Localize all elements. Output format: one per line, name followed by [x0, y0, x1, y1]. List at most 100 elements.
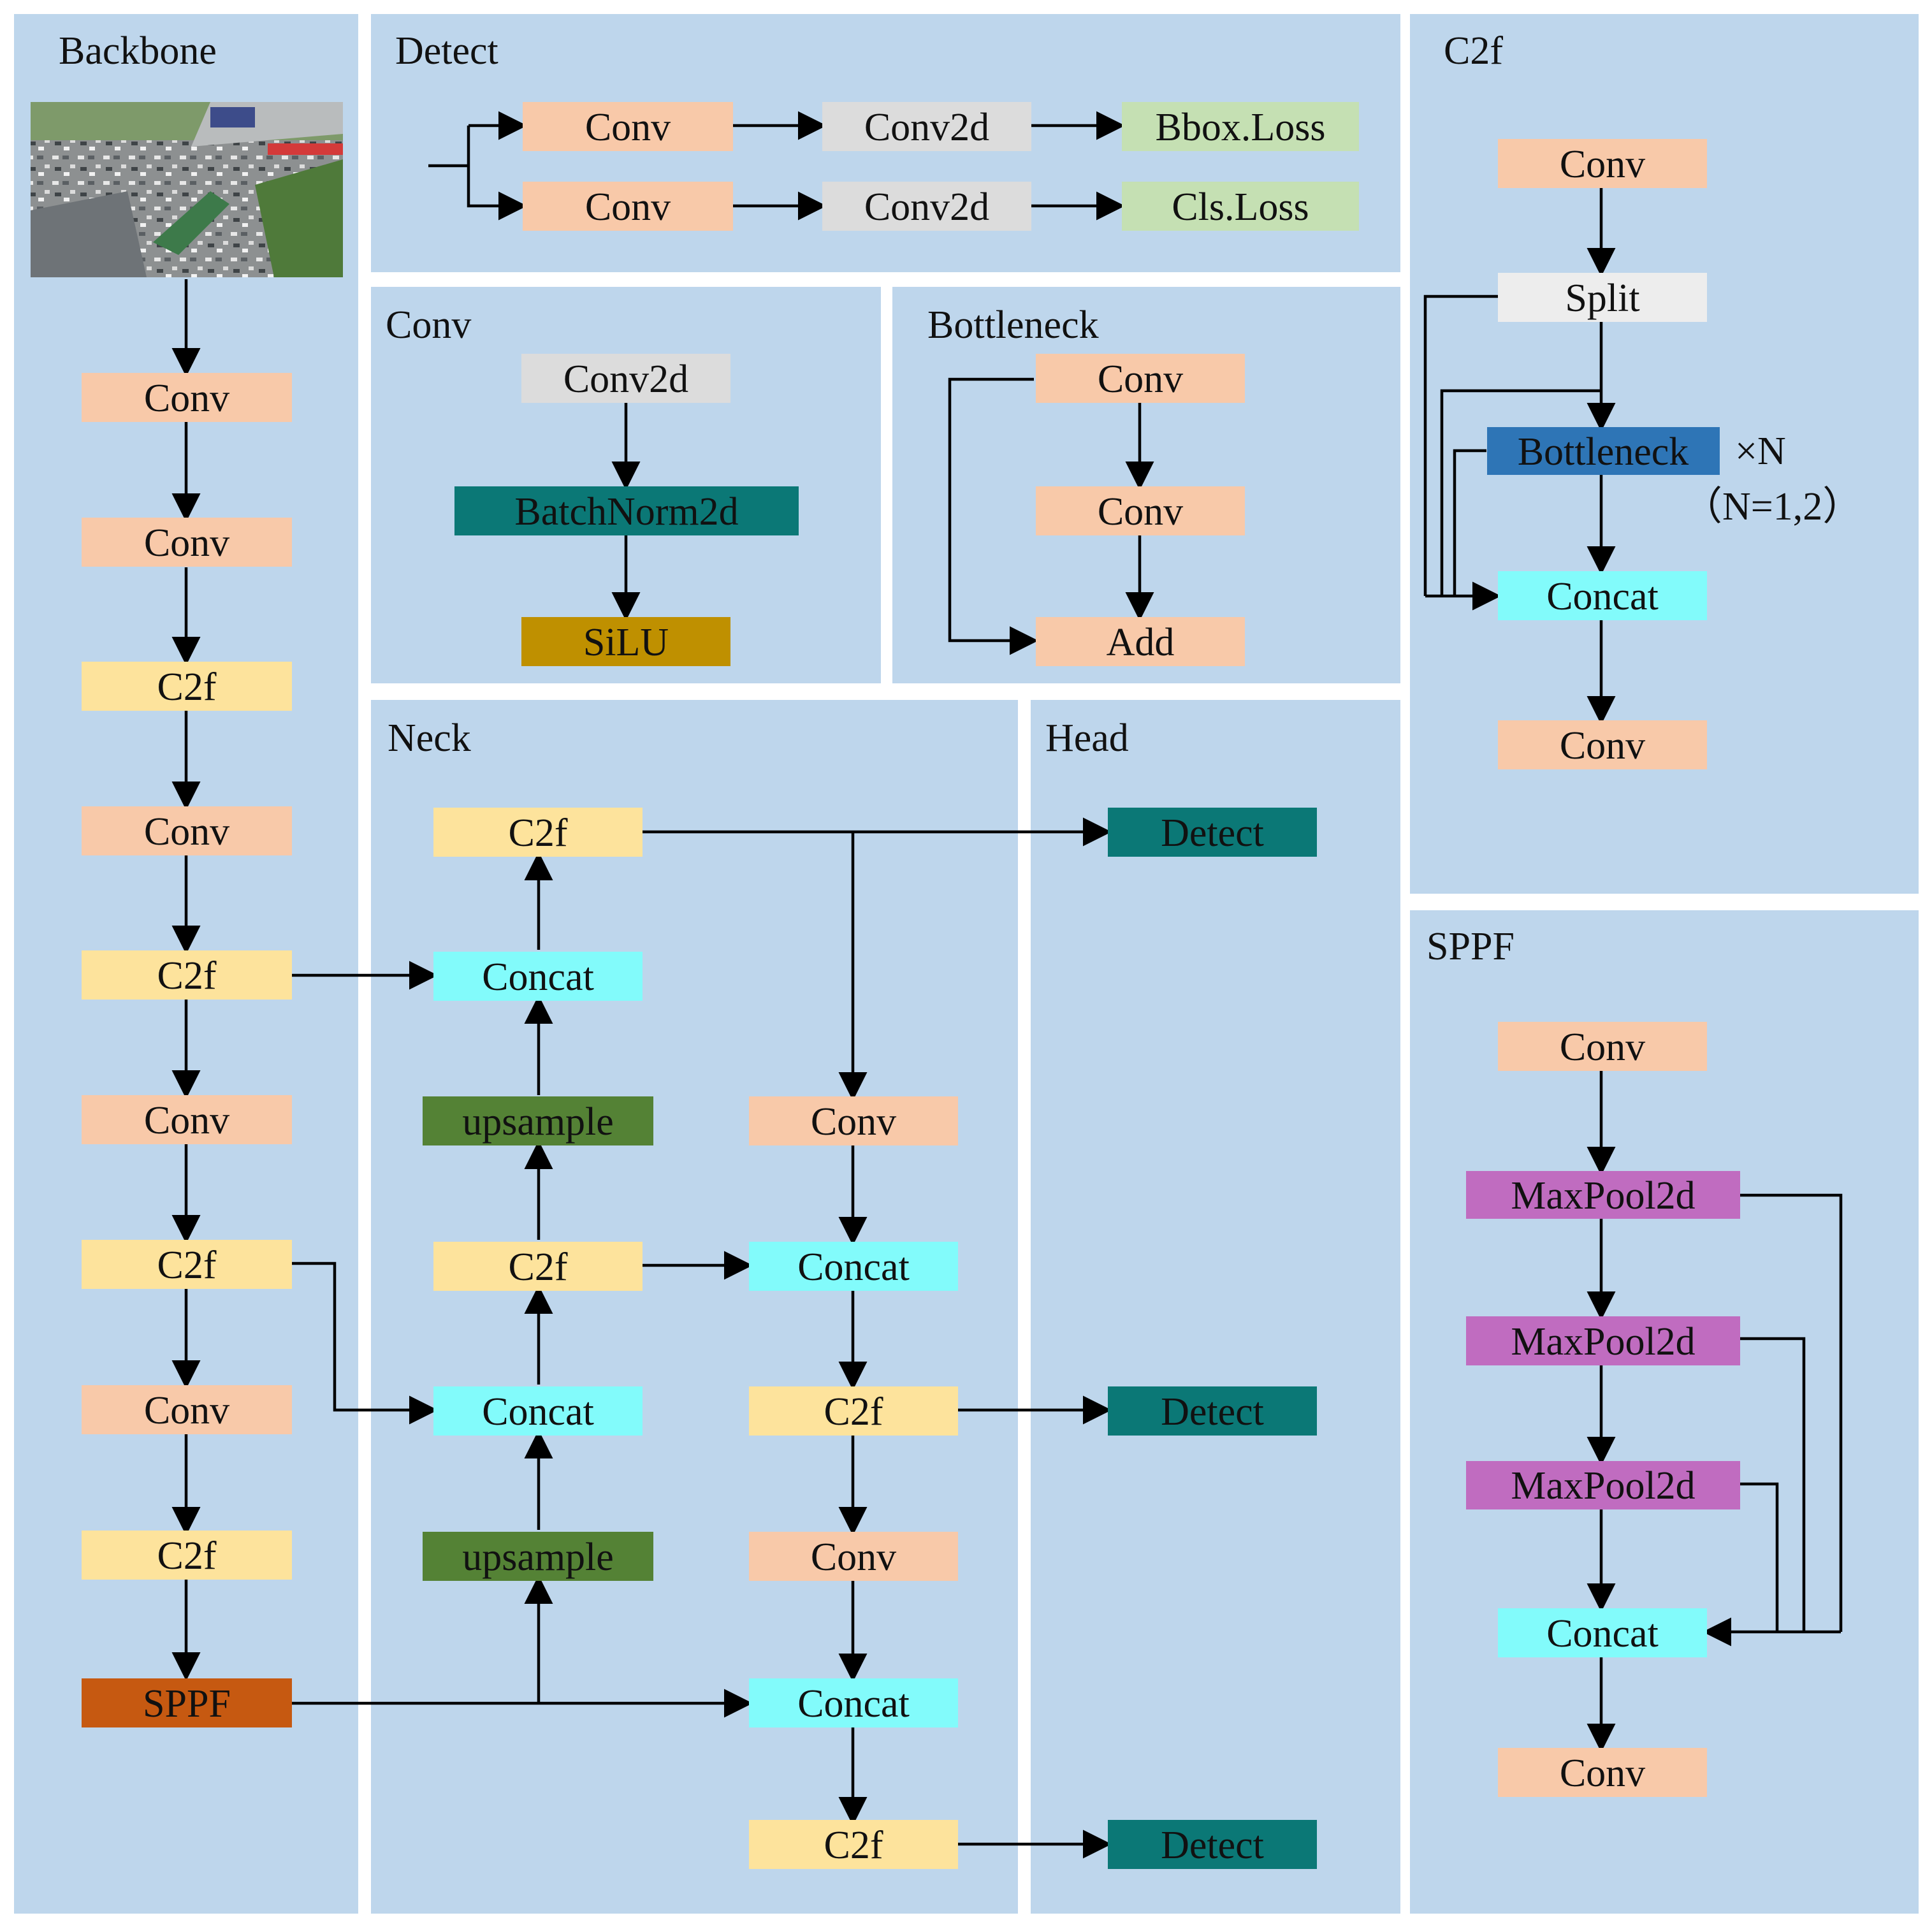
c2f-module-conv-1: Conv: [1498, 139, 1707, 188]
batchnorm2d-label: BatchNorm2d: [514, 490, 738, 534]
bottleneck-block: Bottleneck: [1487, 427, 1720, 475]
neck-top-c2f-label: C2f: [509, 811, 568, 855]
neck-right-concat-1: Concat: [749, 1242, 958, 1291]
backbone-conv-2: Conv: [82, 518, 292, 567]
detect-conv-2-label: Conv: [585, 185, 671, 229]
conv-module-conv2d: Conv2d: [521, 354, 730, 403]
head-detect-1: Detect: [1108, 808, 1317, 857]
backbone-conv-3-label: Conv: [144, 810, 229, 854]
backbone-conv-2-label: Conv: [144, 521, 229, 565]
c2f-module-conv-2-label: Conv: [1560, 724, 1645, 767]
backbone-blocks: Conv Conv C2f Conv C2f Conv C2f Conv: [82, 373, 292, 1727]
backbone-sppf: SPPF: [82, 1678, 292, 1727]
backbone-c2f-1-label: C2f: [157, 665, 217, 709]
backbone-c2f-4: C2f: [82, 1531, 292, 1580]
neck-right-conv-2: Conv: [749, 1532, 958, 1581]
bottleneck-panel-title: Bottleneck: [927, 303, 1099, 347]
neck-mid-c2f-label: C2f: [509, 1246, 568, 1289]
neck-right-conv-1: Conv: [749, 1096, 958, 1145]
neck-right-c2f-1-label: C2f: [824, 1390, 883, 1434]
add-label: Add: [1107, 621, 1175, 664]
cls-loss-label: Cls.Loss: [1172, 185, 1309, 229]
add-block: Add: [1036, 617, 1245, 666]
head-detect-1-label: Detect: [1161, 811, 1264, 855]
sppf-concat: Concat: [1498, 1608, 1707, 1657]
bottleneck-conv-1: Conv: [1036, 354, 1245, 403]
neck-right-c2f-2-label: C2f: [824, 1824, 883, 1867]
backbone-c2f-1: C2f: [82, 662, 292, 711]
neck-concat-1-label: Concat: [482, 956, 594, 999]
repeat-note: （N=1,2）: [1683, 485, 1862, 528]
sppf-conv-2-label: Conv: [1560, 1752, 1645, 1795]
maxpool2d-3: MaxPool2d: [1466, 1461, 1740, 1509]
sppf-module-blocks: Conv MaxPool2d MaxPool2d MaxPool2d Conca…: [1466, 1022, 1740, 1797]
silu-label: SiLU: [583, 621, 669, 664]
backbone-c2f-3-label: C2f: [157, 1244, 217, 1287]
backbone-conv-5-label: Conv: [144, 1389, 229, 1432]
head-panel-title: Head: [1045, 716, 1129, 760]
sppf-panel-title: SPPF: [1427, 925, 1514, 968]
backbone-conv-1: Conv: [82, 373, 292, 422]
backbone-conv-3: Conv: [82, 806, 292, 855]
neck-blocks: C2f Concat upsample C2f Concat upsample …: [423, 808, 958, 1869]
neck-right-c2f-1: C2f: [749, 1386, 958, 1436]
neck-panel-title: Neck: [388, 716, 471, 760]
bbox-loss-block: Bbox.Loss: [1122, 102, 1359, 151]
c2f-module-conv-2: Conv: [1498, 720, 1707, 769]
maxpool2d-1: MaxPool2d: [1466, 1171, 1740, 1219]
neck-right-concat-2: Concat: [749, 1678, 958, 1727]
c2f-module-concat: Concat: [1498, 571, 1707, 620]
neck-upsample-2-label: upsample: [462, 1536, 614, 1579]
input-image: [31, 102, 343, 277]
cls-loss-block: Cls.Loss: [1122, 182, 1359, 231]
c2f-module-blocks: Conv Split Bottleneck ×N （N=1,2） Concat …: [1487, 139, 1862, 769]
backbone-c2f-2: C2f: [82, 950, 292, 1000]
conv-module-conv2d-label: Conv2d: [563, 358, 688, 401]
head-panel: Head: [1031, 700, 1400, 1914]
c2f-panel-title: C2f: [1444, 29, 1503, 73]
backbone-sppf-label: SPPF: [143, 1682, 231, 1726]
neck-right-concat-1-label: Concat: [797, 1246, 910, 1289]
sppf-conv-2: Conv: [1498, 1748, 1707, 1797]
sppf-panel: SPPF: [1410, 910, 1919, 1914]
detect-conv2d-2-label: Conv2d: [864, 185, 989, 229]
neck-upsample-1: upsample: [423, 1096, 653, 1145]
head-blocks: Detect Detect Detect: [1108, 808, 1317, 1869]
detect-panel-title: Detect: [395, 29, 498, 73]
bottleneck-module-blocks: Conv Conv Add: [1036, 354, 1245, 666]
detect-blocks: Conv Conv2d Bbox.Loss Conv Conv2d Cls.Lo…: [523, 102, 1359, 231]
backbone-c2f-3: C2f: [82, 1240, 292, 1289]
backbone-panel-title: Backbone: [59, 29, 217, 73]
neck-mid-c2f: C2f: [433, 1242, 643, 1291]
backbone-conv-5: Conv: [82, 1385, 292, 1434]
conv-module-blocks: Conv2d BatchNorm2d SiLU: [454, 354, 799, 666]
bottleneck-conv-1-label: Conv: [1098, 358, 1183, 401]
neck-right-conv-1-label: Conv: [811, 1100, 896, 1144]
c2f-module-conv-1-label: Conv: [1560, 143, 1645, 186]
maxpool2d-2: MaxPool2d: [1466, 1316, 1740, 1365]
sppf-conv-1: Conv: [1498, 1022, 1707, 1071]
bottleneck-conv-2-label: Conv: [1098, 490, 1183, 534]
sppf-concat-label: Concat: [1546, 1612, 1659, 1655]
bottleneck-conv-2: Conv: [1036, 486, 1245, 535]
batchnorm2d-block: BatchNorm2d: [454, 486, 799, 535]
head-detect-2-label: Detect: [1161, 1390, 1264, 1434]
maxpool2d-3-label: MaxPool2d: [1511, 1464, 1695, 1508]
neck-concat-2-label: Concat: [482, 1390, 594, 1434]
bottleneck-block-label: Bottleneck: [1518, 430, 1689, 474]
detect-conv2d-1-label: Conv2d: [864, 106, 989, 149]
neck-right-c2f-2: C2f: [749, 1820, 958, 1869]
neck-concat-1: Concat: [433, 952, 643, 1001]
sppf-conv-1-label: Conv: [1560, 1026, 1645, 1069]
head-detect-3: Detect: [1108, 1820, 1317, 1869]
detect-conv-1-label: Conv: [585, 106, 671, 149]
repeat-label: ×N: [1735, 430, 1786, 473]
neck-panel: Neck: [371, 700, 1018, 1914]
silu-block: SiLU: [521, 617, 730, 666]
head-detect-2: Detect: [1108, 1386, 1317, 1436]
backbone-conv-4: Conv: [82, 1095, 292, 1144]
maxpool2d-1-label: MaxPool2d: [1511, 1174, 1695, 1218]
neck-concat-2: Concat: [433, 1386, 643, 1436]
detect-conv-2: Conv: [523, 182, 733, 231]
